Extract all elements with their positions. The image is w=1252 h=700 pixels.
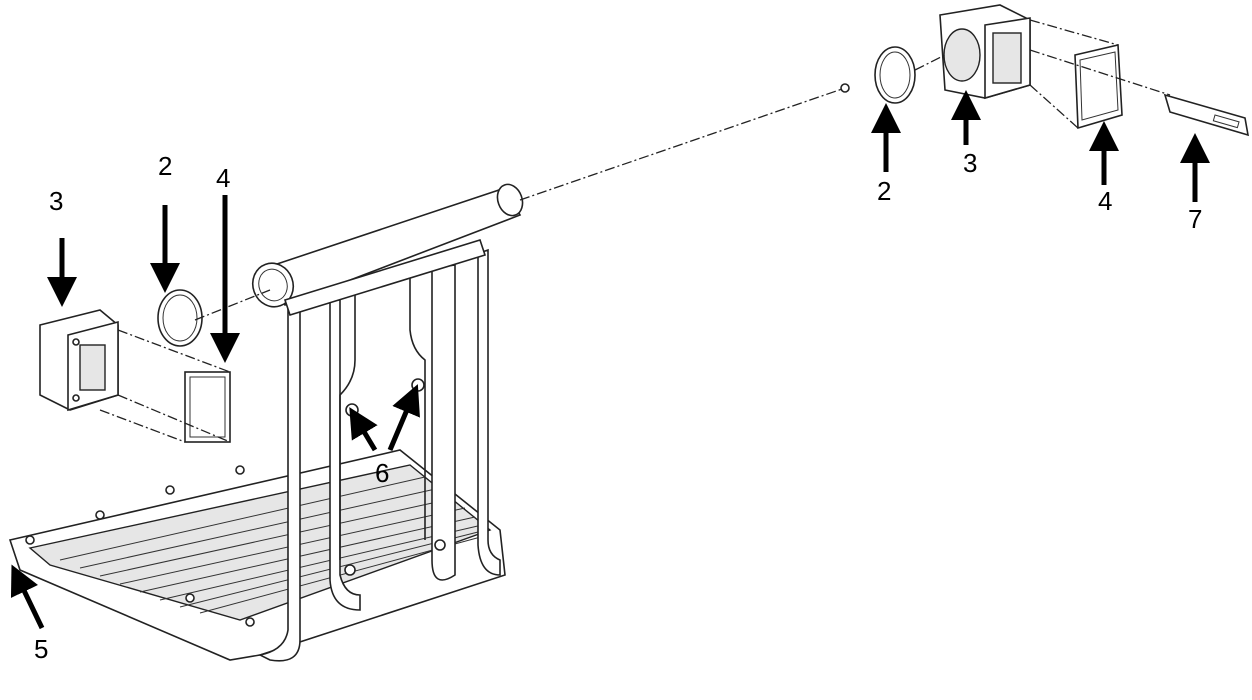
callout-bracket: 7 bbox=[1188, 204, 1202, 234]
callout-right-square-tube: 4 bbox=[1098, 186, 1112, 216]
bracket bbox=[1163, 93, 1250, 137]
callout-left-ring: 2 bbox=[158, 151, 172, 181]
top-tube bbox=[251, 183, 524, 316]
left-end-cap bbox=[39, 309, 119, 412]
right-end-cap bbox=[939, 4, 1031, 100]
callout-left-square-tube: 4 bbox=[216, 163, 230, 193]
cable bbox=[519, 87, 846, 201]
callout-right-ring: 2 bbox=[877, 176, 891, 206]
callout-base-frame: 5 bbox=[34, 634, 48, 664]
left-ring bbox=[157, 289, 203, 347]
callout-cables: 6 bbox=[375, 458, 389, 488]
callout-arrows bbox=[10, 90, 1210, 630]
callout-left-end-cap: 3 bbox=[49, 186, 63, 216]
left-square-tube bbox=[184, 371, 231, 443]
base-platform bbox=[8, 449, 506, 661]
right-ring bbox=[874, 46, 916, 104]
right-square-tube bbox=[1074, 44, 1123, 130]
callout-right-end-cap: 3 bbox=[963, 148, 977, 178]
frame-uprights bbox=[257, 248, 501, 662]
